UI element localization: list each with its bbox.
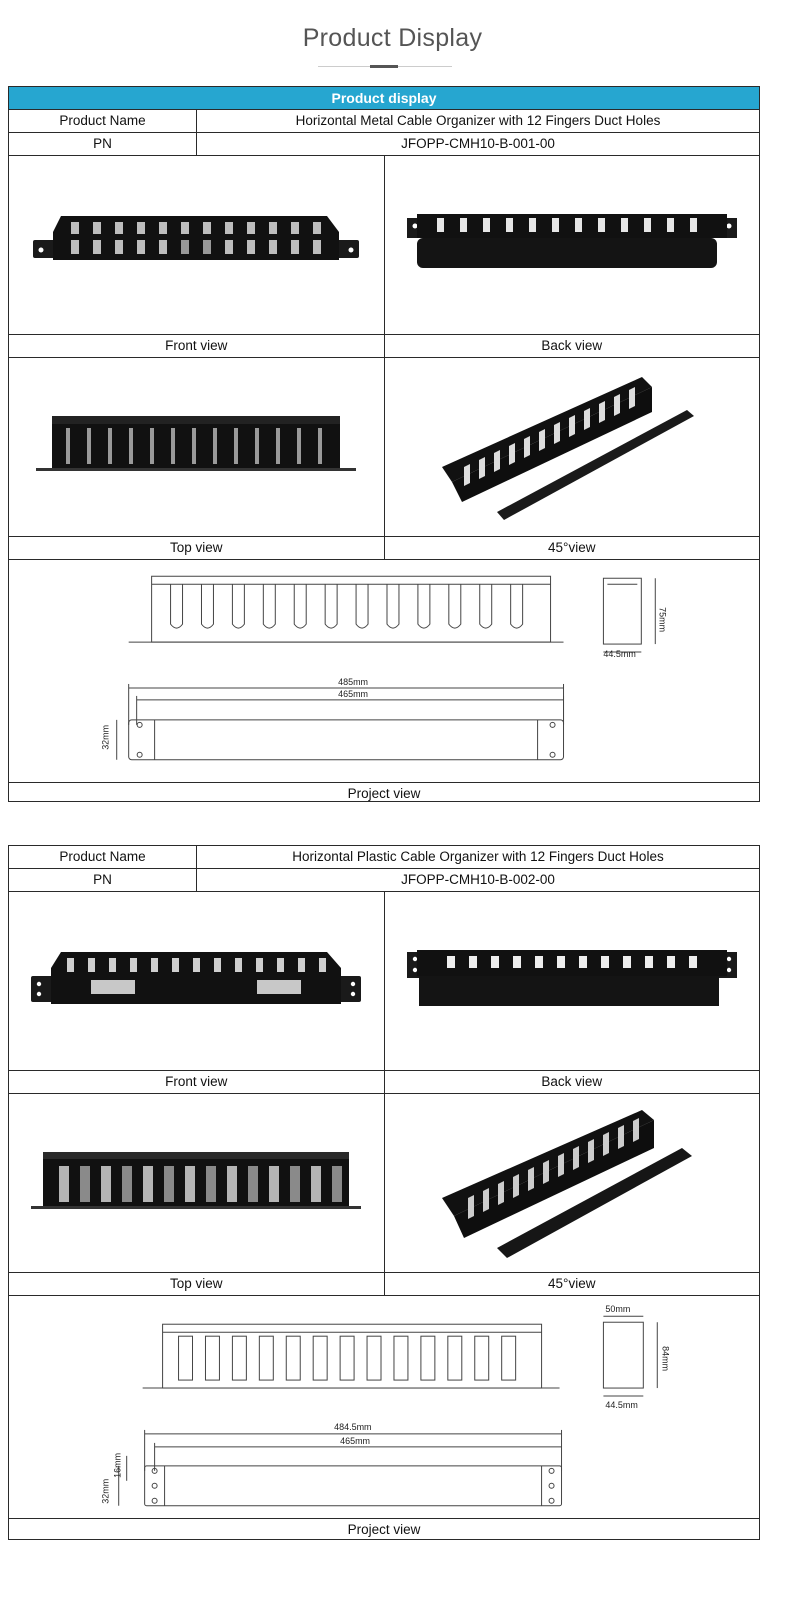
angle-view-image [383,1094,760,1272]
plastic-organizer-angle-picture [441,1110,692,1258]
product-name-label: Product Name [9,110,197,132]
top-view-image [9,358,384,536]
table-banner: Product display [9,87,759,110]
project-view-caption: Project view [347,786,421,801]
pn-row: PN JFOPP-CMH10-B-002-00 [9,869,759,892]
image-row [9,156,759,335]
caption-row: Top view 45°view [9,537,759,560]
project-drawing: 75mm 44.5mm 485mm 465mm 32mm [9,560,759,783]
angle-view-image [383,358,760,536]
product-name-label: Product Name [9,846,197,868]
panel-height-dimension: 32mm [101,1479,111,1504]
pn-row: PN JFOPP-CMH10-B-001-00 [9,133,759,156]
plastic-organizer-top-picture [31,1152,362,1209]
back-view-caption: Back view [383,335,760,357]
product-name-row: Product Name Horizontal Metal Cable Orga… [9,110,759,133]
inner-width-dimension: 465mm [340,1436,370,1446]
metal-organizer-back-picture [406,214,737,268]
top-depth-dimension: 50mm [605,1304,630,1314]
front-view-caption: Front view [165,338,228,353]
height-dimension: 84mm [660,1346,670,1371]
image-row [9,1094,759,1273]
overall-width-dimension: 484.5mm [334,1422,371,1432]
project-drawing: 50mm 84mm 44.5mm 484.5mm 465mm 16mm 32mm [9,1296,759,1519]
inner-width-dimension: 465mm [338,689,368,699]
page-title: Product Display [302,24,483,52]
metal-organizer-front-picture [33,216,360,260]
front-view-caption: Front view [165,1074,228,1089]
product-name-value: Horizontal Metal Cable Organizer with 12… [295,113,661,128]
top-view-caption: Top view [169,1276,223,1291]
plastic-organizer-technical-drawing: 50mm 84mm 44.5mm 484.5mm 465mm 16mm 32mm [101,1304,670,1507]
caption-row: Front view Back view [9,1071,759,1094]
pn-value: JFOPP-CMH10-B-002-00 [401,872,555,887]
panel-height-dimension: 32mm [101,725,111,750]
image-row [9,892,759,1071]
product-name-value: Horizontal Plastic Cable Organizer with … [292,849,664,864]
angle-view-caption: 45°view [383,1273,760,1295]
pn-value: JFOPP-CMH10-B-001-00 [401,136,555,151]
angle-view-caption: 45°view [383,537,760,559]
pn-label: PN [9,133,197,155]
back-view-caption: Back view [383,1071,760,1093]
back-view-image [383,892,760,1070]
overall-width-dimension: 485mm [338,677,368,687]
image-row [9,358,759,537]
depth-dimension: 44.5mm [603,649,635,659]
product-table-plastic: Product Name Horizontal Plastic Cable Or… [8,845,760,1540]
caption-row: Front view Back view [9,335,759,358]
plastic-organizer-front-picture [31,952,362,1004]
height-dimension: 75mm [657,607,667,632]
caption-row: Top view 45°view [9,1273,759,1296]
front-view-image [9,156,384,334]
metal-organizer-angle-picture [441,377,694,520]
title-divider-accent [370,65,398,68]
plastic-organizer-back-picture [406,950,737,1006]
metal-organizer-technical-drawing: 75mm 44.5mm 485mm 465mm 32mm [101,575,667,761]
project-view-caption: Project view [347,1522,421,1537]
depth-dimension: 44.5mm [605,1400,637,1410]
hole-spacing-dimension: 16mm [113,1453,123,1478]
metal-organizer-top-picture [36,416,357,471]
pn-label: PN [9,869,197,891]
product-name-row: Product Name Horizontal Plastic Cable Or… [9,846,759,869]
top-view-image [9,1094,384,1272]
front-view-image [9,892,384,1070]
product-table-metal: Product display Product Name Horizontal … [8,86,760,802]
back-view-image [383,156,760,334]
top-view-caption: Top view [169,540,223,555]
